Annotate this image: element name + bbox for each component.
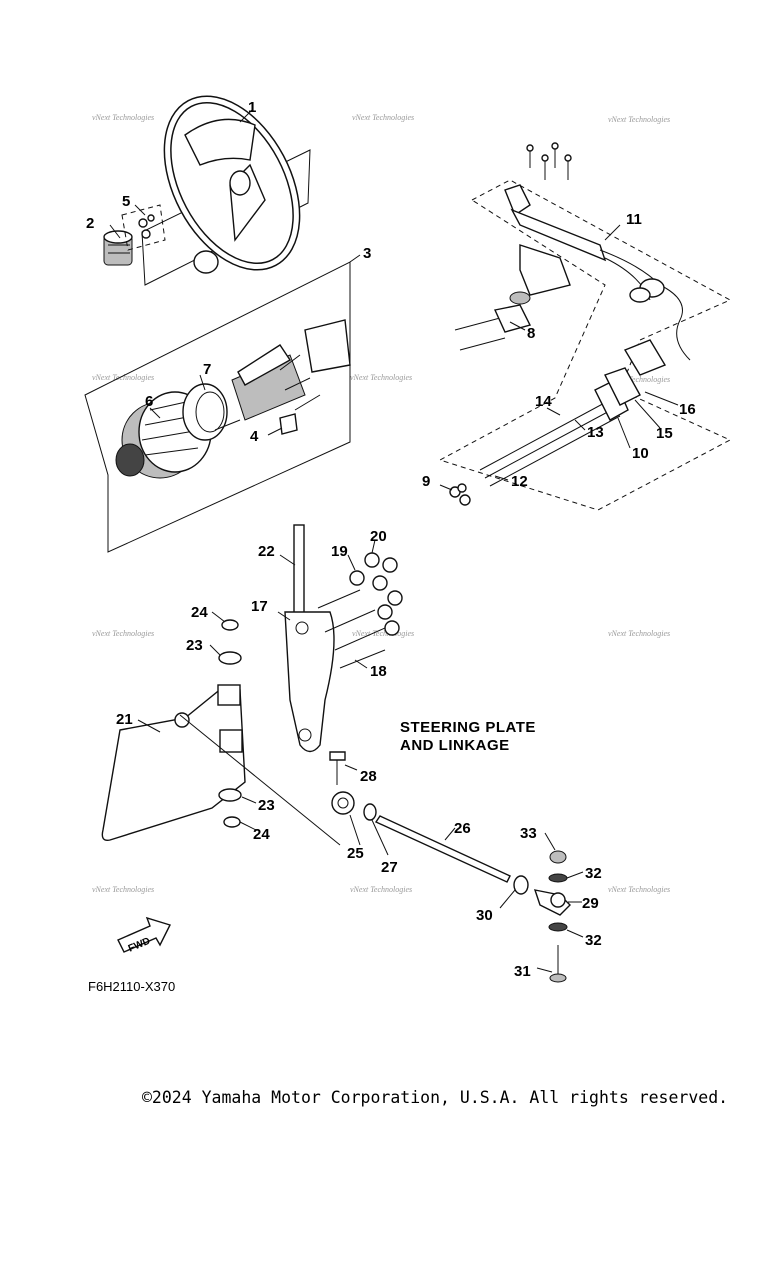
callout-32: 32 [585, 932, 602, 949]
callout-30: 30 [476, 907, 493, 924]
callout-22: 22 [258, 543, 275, 560]
nuts-washers [349, 552, 403, 636]
callout-6: 6 [145, 393, 153, 410]
watermark: vNext Technologies [92, 113, 154, 122]
watermark: vNext Technologies [350, 373, 412, 382]
callout-27: 27 [381, 859, 398, 876]
callout-21: 21 [116, 711, 133, 728]
callout-24: 24 [191, 604, 208, 621]
clip [279, 413, 298, 435]
watermark: vNext Technologies [608, 115, 670, 124]
callout-7: 7 [203, 361, 211, 378]
connector [449, 483, 471, 506]
steering-wheel [141, 95, 311, 286]
watermark: vNext Technologies [92, 629, 154, 638]
copyright-notice: ©2024 Yamaha Motor Corporation, U.S.A. A… [142, 1088, 729, 1107]
diagram-title-line1: STEERING PLATE [400, 719, 536, 736]
rod-end-hardware [513, 850, 571, 983]
callout-19: 19 [331, 543, 348, 560]
helm-housing [115, 391, 212, 479]
callout-3: 3 [363, 245, 371, 262]
callout-25: 25 [347, 845, 364, 862]
callout-15: 15 [656, 425, 673, 442]
arm-bolts [317, 589, 386, 669]
steering-plate [101, 684, 246, 841]
callout-20: 20 [370, 528, 387, 545]
callout-10: 10 [632, 445, 649, 462]
small-hardware [121, 204, 166, 251]
callout-8: 8 [527, 325, 535, 342]
watermark: vNext Technologies [608, 885, 670, 894]
callout-1: 1 [248, 99, 256, 116]
callout-2: 2 [86, 215, 94, 232]
mounting-bolts [454, 291, 532, 351]
callout-11: 11 [626, 211, 642, 228]
callout-31: 31 [514, 963, 531, 980]
callout-13: 13 [587, 424, 604, 441]
linkage-joint [329, 751, 377, 821]
callout-28: 28 [360, 768, 377, 785]
leader-lines [109, 109, 679, 973]
callout-23: 23 [258, 797, 275, 814]
callout-14: 14 [535, 393, 552, 410]
callout-9: 9 [422, 473, 430, 490]
callout-24: 24 [253, 826, 270, 843]
callout-33: 33 [520, 825, 537, 842]
subassembly-frame [84, 261, 351, 553]
callout-17: 17 [251, 598, 268, 615]
callout-numbers: 1 2 3 4 5 6 7 8 9 10 11 12 13 14 15 16 1… [86, 99, 696, 980]
callout-29: 29 [582, 895, 599, 912]
screws [526, 142, 572, 180]
watermark: vNext Technologies [92, 885, 154, 894]
watermarks: vNext Technologies vNext Technologies vN… [92, 113, 670, 894]
callout-23: 23 [186, 637, 203, 654]
figure-code: F6H2110-X370 [88, 979, 175, 994]
callout-18: 18 [370, 663, 387, 680]
watermark: vNext Technologies [608, 375, 670, 384]
steering-arm [284, 611, 335, 753]
diagram-title-line2: AND LINKAGE [400, 737, 510, 754]
watermark: vNext Technologies [352, 629, 414, 638]
callout-12: 12 [511, 473, 528, 490]
watermark: vNext Technologies [92, 373, 154, 382]
watermark: vNext Technologies [608, 629, 670, 638]
watermark: vNext Technologies [350, 885, 412, 894]
callout-32: 32 [585, 865, 602, 882]
bezel-ring [182, 383, 228, 441]
callout-5: 5 [122, 193, 130, 210]
cable-assembly-frame [438, 179, 732, 511]
control-unit [504, 184, 691, 361]
steering-cables [479, 339, 667, 487]
tie-rod [374, 815, 511, 883]
fwd-arrow-icon: FWD [117, 916, 171, 955]
watermark: vNext Technologies [352, 113, 414, 122]
callout-26: 26 [454, 820, 471, 837]
shaft [293, 524, 305, 616]
callout-16: 16 [679, 401, 696, 418]
callout-4: 4 [250, 428, 259, 445]
helm-unit [214, 319, 351, 431]
